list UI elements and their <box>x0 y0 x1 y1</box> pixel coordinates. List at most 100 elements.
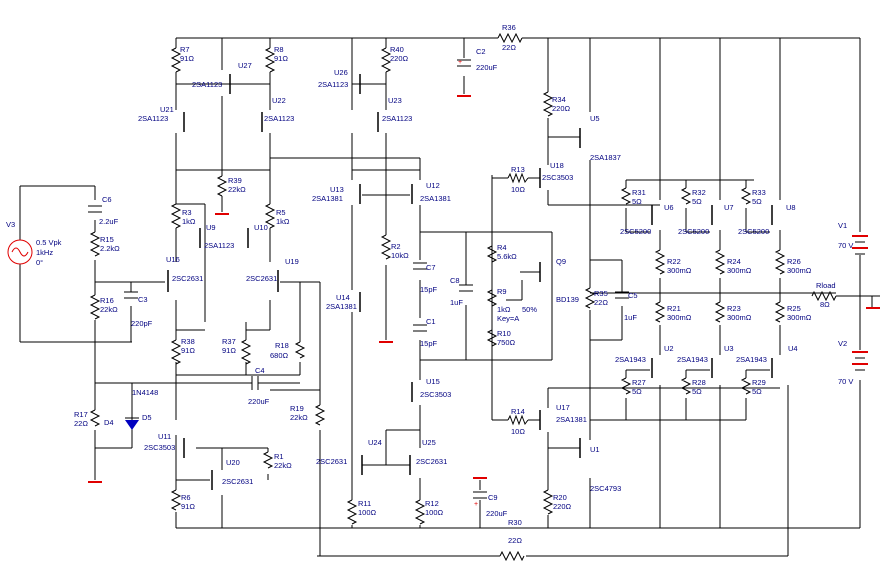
r36-value: 22Ω <box>502 43 516 52</box>
supply-batteries <box>852 235 868 371</box>
u12-id: U12 <box>426 181 440 190</box>
u22-part: 2SA1123 <box>264 114 294 123</box>
r18-value: 680Ω <box>270 351 289 360</box>
c8-value: 1uF <box>450 298 463 307</box>
u20-part: 2SC2631 <box>222 477 253 486</box>
svg-text:+: + <box>458 59 462 66</box>
u10-id: U10 <box>254 223 268 232</box>
u1-id: U1 <box>590 445 600 454</box>
c3-value: 220pF <box>131 319 153 328</box>
u27-id: U27 <box>238 61 252 70</box>
r39-id: R39 <box>228 176 242 185</box>
r27-value: 5Ω <box>632 387 642 396</box>
u24-id: U24 <box>368 438 382 447</box>
r6-id: R6 <box>181 493 191 502</box>
capacitor-symbols: + + <box>88 59 629 508</box>
transistor-labels: U27 2SA1123 U21 2SA1123 U22 2SA1123 U26 … <box>138 61 798 493</box>
r20-id: R20 <box>553 493 567 502</box>
r10-id: R10 <box>497 329 511 338</box>
c4-id: C4 <box>255 366 265 375</box>
c9-value: 220uF <box>486 509 508 518</box>
u23-part: 2SA1123 <box>382 114 412 123</box>
r18-id: R18 <box>275 341 289 350</box>
r35-value: 22Ω <box>594 298 608 307</box>
r40-id: R40 <box>390 45 404 54</box>
diode-symbols <box>94 400 139 448</box>
r37-value: 91Ω <box>222 346 236 355</box>
r36-id: R36 <box>502 23 516 32</box>
v3-freq: 1kHz <box>36 248 53 257</box>
u22-id: U22 <box>272 96 286 105</box>
r22-id: R22 <box>667 257 681 266</box>
r8-id: R8 <box>274 45 284 54</box>
u24-part: 2SC2631 <box>316 457 347 466</box>
component-labels: V3 0.5 Vpk 1kHz 0° V1 70 V V2 70 V R7 91… <box>6 23 853 545</box>
u5-id: U5 <box>590 114 600 123</box>
rload-value: 8Ω <box>820 300 830 309</box>
u16-id: U16 <box>166 255 180 264</box>
r7-value: 91Ω <box>180 54 194 63</box>
r40-value: 220Ω <box>390 54 409 63</box>
u21-part: 2SA1123 <box>138 114 168 123</box>
r38-id: R38 <box>181 337 195 346</box>
svg-text:+: + <box>474 501 478 508</box>
r13-value: 10Ω <box>511 185 525 194</box>
u2-id: U2 <box>664 344 674 353</box>
r33-value: 5Ω <box>752 197 762 206</box>
u19-id: U19 <box>285 257 299 266</box>
r34-value: 220Ω <box>552 104 571 113</box>
u13-part: 2SA1381 <box>312 194 343 203</box>
ground-marks <box>88 95 880 483</box>
r29-id: R29 <box>752 378 766 387</box>
u17-part: 2SA1381 <box>556 415 587 424</box>
r19-id: R19 <box>290 404 304 413</box>
c5-value: 1uF <box>624 313 637 322</box>
r9-value: 1kΩ <box>497 305 511 314</box>
signal-source-v3 <box>7 239 33 265</box>
r31-value: 5Ω <box>632 197 642 206</box>
v3-label: V3 <box>6 220 15 229</box>
c8-id: C8 <box>450 276 460 285</box>
r16-id: R16 <box>100 296 114 305</box>
r1-id: R1 <box>274 452 284 461</box>
r24-id: R24 <box>727 257 741 266</box>
c6-value: 2.2uF <box>99 217 119 226</box>
r14-value: 10Ω <box>511 427 525 436</box>
u7-part: 2SC5200 <box>678 227 709 236</box>
u26-part: 2SA1123 <box>318 80 348 89</box>
u6-part: 2SC5200 <box>620 227 651 236</box>
r5-id: R5 <box>276 208 286 217</box>
u25-id: U25 <box>422 438 436 447</box>
u17-id: U17 <box>556 403 570 412</box>
u27-part: 2SA1123 <box>192 80 222 89</box>
r3-id: R3 <box>182 208 192 217</box>
u1-part: 2SC4793 <box>590 484 621 493</box>
r29-value: 5Ω <box>752 387 762 396</box>
d5-id: D5 <box>142 413 152 422</box>
r9-id: R9 <box>497 287 507 296</box>
r12-value: 100Ω <box>425 508 444 517</box>
r11-value: 100Ω <box>358 508 377 517</box>
u4-id: U4 <box>788 344 798 353</box>
r37-id: R37 <box>222 337 236 346</box>
v3-phase: 0° <box>36 258 43 267</box>
v3-amp: 0.5 Vpk <box>36 238 62 247</box>
c2-id: C2 <box>476 47 486 56</box>
r23-value: 300mΩ <box>727 313 752 322</box>
u10-part: 2SC2631 <box>246 274 277 283</box>
v1-label: V1 <box>838 221 847 230</box>
r5-value: 1kΩ <box>276 217 290 226</box>
r28-id: R28 <box>692 378 706 387</box>
u18-id: U18 <box>550 161 564 170</box>
r12-id: R12 <box>425 499 439 508</box>
r10-value: 750Ω <box>497 338 516 347</box>
r4-id: R4 <box>497 243 507 252</box>
pot-key: Key=A <box>497 314 519 323</box>
q9-id: Q9 <box>556 257 566 266</box>
c7-id: C7 <box>426 263 436 272</box>
r19-value: 22kΩ <box>290 413 308 422</box>
r27-id: R27 <box>632 378 646 387</box>
c2-value: 220uF <box>476 63 498 72</box>
c9-id: C9 <box>488 493 498 502</box>
r26-value: 300mΩ <box>787 266 812 275</box>
